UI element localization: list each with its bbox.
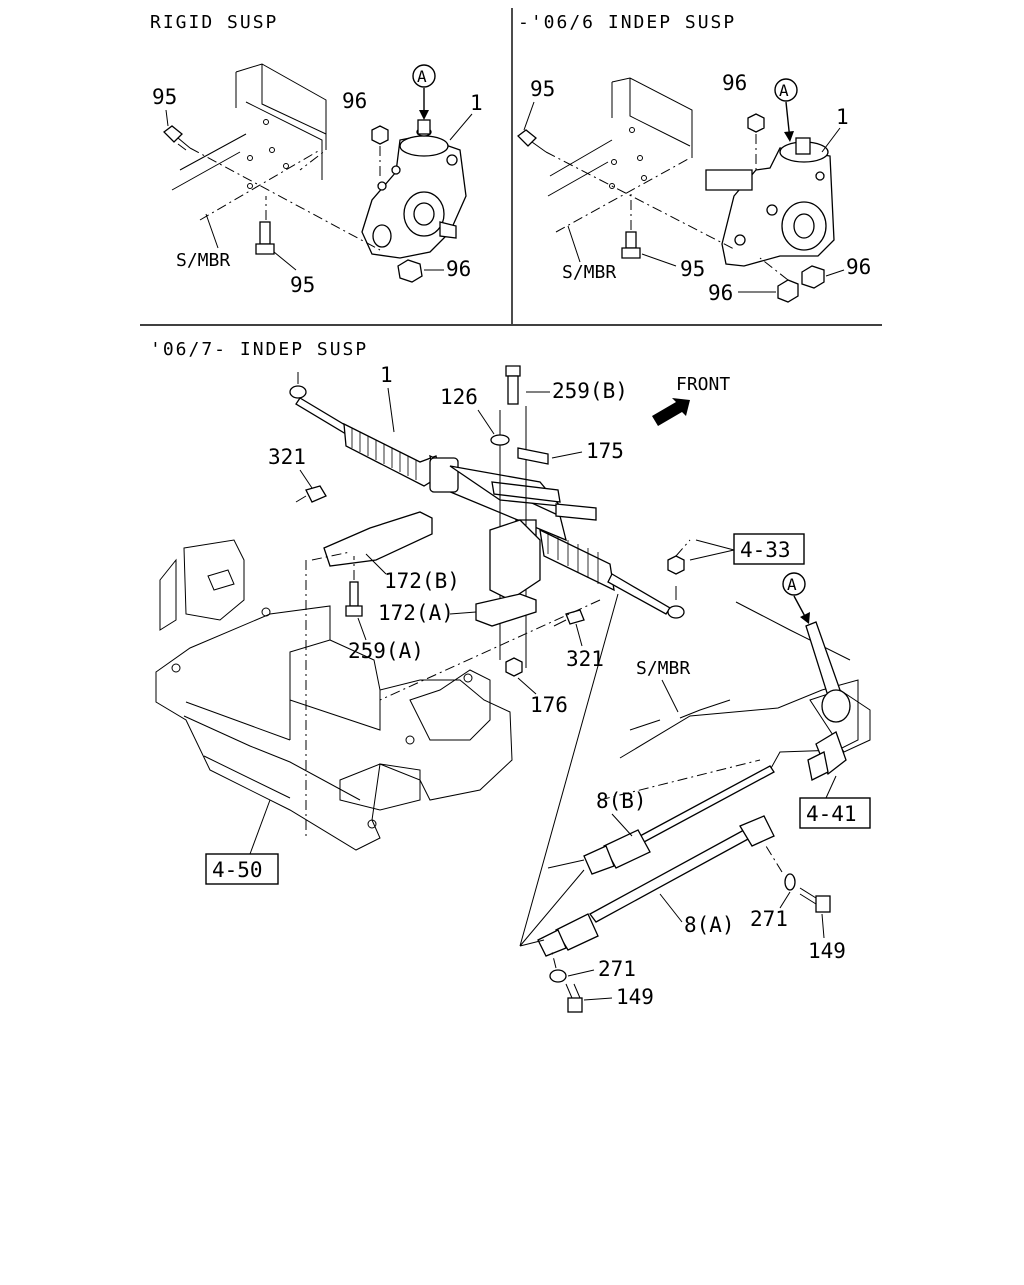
bolt-95-bottom-early [621,231,641,259]
ref-433: 4-33 [740,538,791,562]
label-gear-box: 1 [470,91,483,115]
marker-a-circle-early [774,78,798,102]
label-bolt-95-bottom-early: 95 [680,257,705,281]
intermediate-shaft-8b [583,765,775,875]
direction-front-arrow [652,398,690,426]
ref-441: 4-41 [806,802,857,826]
bolt-95-bottom [255,221,275,255]
label-nut-96-bottom: 96 [446,257,471,281]
label-nut-96-top-early: 96 [722,71,747,95]
direction-front-label: FRONT [676,374,730,395]
steering-column-joint [805,621,851,781]
label-gear-box-early: 1 [836,105,849,129]
label-plate-175: 175 [586,439,624,463]
label-shaft-8b: 8(B) [596,789,647,813]
label-bolt-95-bottom: 95 [290,273,315,297]
nut-176 [505,657,523,677]
title-indep-susp-early: -'06/6 INDEP SUSP [518,12,736,33]
bolt-259b [505,365,521,405]
title-indep-susp-late: '06/7- INDEP SUSP [150,339,368,360]
steering-gear-box-early [705,137,835,267]
nut-96-top-early [747,113,765,133]
ref-450: 4-50 [212,858,263,882]
label-member-rigid: S/MBR [176,250,230,271]
nut-96-bottom-early [777,279,799,303]
bolt-321-right [553,609,585,627]
nut-96-bottom [397,259,423,283]
label-bolt-259b: 259(B) [552,379,628,403]
bolt-95-top-early [517,129,547,153]
label-bolt-149-bottom: 149 [616,985,654,1009]
washer-271-right [784,873,796,891]
frame-member-early [547,77,693,233]
label-bracket-172a: 172(A) [378,601,454,625]
mount-bracket [489,519,541,601]
label-bracket-172b: 172(B) [384,569,460,593]
label-bolt-259a: 259(A) [348,639,424,663]
nut-96-right-early [801,265,825,289]
plate-175 [517,447,549,465]
marker-a-text-late: A [787,575,797,594]
label-nut-96-right-early: 96 [846,255,871,279]
marker-a-circle [412,64,436,88]
panel-indep-susp-late: FRONT 1 [155,363,871,1013]
label-nut-96-top: 96 [342,89,367,113]
subframe [155,539,601,851]
label-member-late: S/MBR [636,658,690,679]
frame-member-rigid [171,63,327,221]
label-nut-96-bottom-early: 96 [708,281,733,305]
bolt-149-bottom [565,983,583,1013]
ref-box-433 [733,533,805,565]
label-washer-126: 126 [440,385,478,409]
ref-box-450 [205,853,279,885]
washer-271-bottom [549,969,567,983]
label-nut-176: 176 [530,693,568,717]
bolt-259a [345,581,363,617]
marker-a-text-early: A [779,81,789,100]
bolt-321-top [295,485,327,503]
label-washer-271-bottom: 271 [598,957,636,981]
bracket-172b [323,511,433,567]
marker-a-circle-late [782,572,806,596]
marker-a-text: A [417,67,427,86]
label-bolt-321-right: 321 [566,647,604,671]
nut-96-top [371,125,389,145]
washer-126 [490,434,510,446]
bolt-95-top [163,125,191,151]
panel-indep-susp-early: A 1 95 96 95 96 96 S/MBR [517,71,871,305]
label-bolt-321-top: 321 [268,445,306,469]
rack-and-pinion-assembly [289,372,685,619]
intermediate-shaft-8a [537,815,775,957]
nut-433 [667,555,685,575]
label-rack: 1 [380,363,393,387]
panel-rigid-susp: A 1 95 96 95 96 S/MBR [152,63,483,297]
title-rigid-susp: RIGID SUSP [150,12,278,33]
steering-gear-box [361,119,467,259]
bolt-149-right [799,887,831,913]
ref-box-441 [799,797,871,829]
label-member-early: S/MBR [562,262,616,283]
label-bolt-149-right: 149 [808,939,846,963]
label-bolt-95-top-early: 95 [530,77,555,101]
label-washer-271-right: 271 [750,907,788,931]
label-bolt-95-top: 95 [152,85,177,109]
label-shaft-8a: 8(A) [684,913,735,937]
bracket-172a [475,593,537,627]
